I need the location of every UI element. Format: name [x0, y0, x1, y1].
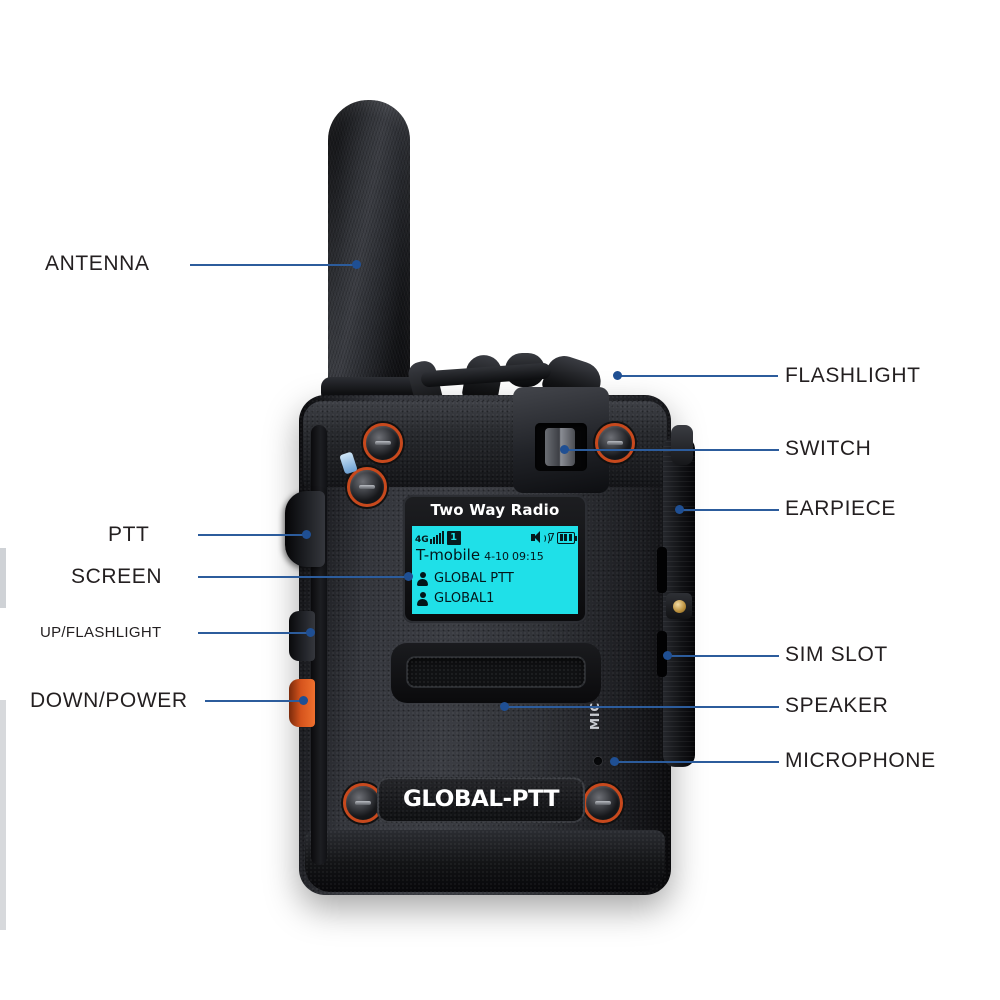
- lcd-carrier-row: T-mobile 4-10 09:15: [416, 548, 576, 563]
- leader-line-microphone: [615, 761, 779, 763]
- list-item[interactable]: GLOBAL PTT: [417, 571, 514, 586]
- callout-label-up-flashlight: UP/FLASHLIGHT: [40, 624, 162, 641]
- leader-dot-sim-slot: [663, 651, 672, 660]
- speaker-grille: [406, 656, 586, 688]
- callout-label-down-power: DOWN/POWER: [30, 689, 188, 712]
- leader-line-switch: [565, 449, 779, 451]
- leader-line-screen: [198, 576, 410, 578]
- signal-strength-icon: [429, 531, 444, 544]
- edge-artifact: [0, 700, 6, 930]
- leader-dot-down-power: [299, 696, 308, 705]
- leader-line-flashlight: [618, 375, 778, 377]
- callout-label-ptt: PTT: [108, 523, 150, 546]
- screen-header-label: Two Way Radio: [430, 501, 560, 519]
- time-label: 09:15: [512, 550, 544, 563]
- contact-name-label: GLOBAL PTT: [434, 571, 514, 586]
- edge-artifact: [0, 548, 6, 608]
- leader-line-antenna: [190, 264, 358, 266]
- leader-line-down-power: [205, 700, 305, 702]
- battery-icon: [557, 531, 577, 544]
- microphone-part: [594, 757, 602, 765]
- callout-label-screen: SCREEN: [71, 565, 163, 588]
- lcd-display: 4G 1 7: [412, 526, 578, 614]
- leader-dot-speaker: [500, 702, 509, 711]
- callout-label-microphone: MICROPHONE: [785, 749, 936, 772]
- leader-dot-screen: [404, 572, 413, 581]
- cover-slit: [657, 547, 667, 593]
- cover-screw: [666, 593, 692, 619]
- brand-logo-label: GLOBAL-PTT: [402, 787, 560, 812]
- leader-line-earpiece: [680, 509, 779, 511]
- leader-dot-switch: [560, 445, 569, 454]
- leader-line-sim-slot: [668, 655, 779, 657]
- callout-label-switch: SWITCH: [785, 437, 872, 460]
- lcd-status-bar: 4G 1 7: [415, 528, 577, 547]
- contact-icon: [417, 592, 428, 606]
- leader-dot-ptt: [302, 530, 311, 539]
- leader-line-up-flashlight: [198, 632, 312, 634]
- callout-label-earpiece: EARPIECE: [785, 497, 896, 520]
- leader-line-ptt: [198, 534, 308, 536]
- leader-dot-up-flashlight: [306, 628, 315, 637]
- ptt-button-part[interactable]: [285, 491, 325, 567]
- screen-part: Two Way Radio 4G 1: [403, 495, 587, 623]
- callout-label-sim-slot: SIM SLOT: [785, 643, 888, 666]
- list-item[interactable]: GLOBAL1: [417, 591, 495, 606]
- sim-card-icon: 1: [446, 530, 461, 545]
- leader-dot-earpiece: [675, 505, 684, 514]
- leader-dot-antenna: [352, 260, 361, 269]
- bottom-rubber-band: [305, 830, 665, 892]
- carrier-name-label: T-mobile: [416, 546, 481, 564]
- cover-slit: [657, 631, 667, 677]
- volume-level-label: 7: [548, 531, 555, 544]
- screw: [347, 467, 387, 507]
- earpiece-port-part: [671, 425, 693, 465]
- speaker-volume-icon: [531, 531, 550, 545]
- strap-loop-part: [405, 351, 606, 426]
- leader-dot-flashlight: [613, 371, 622, 380]
- screw: [363, 423, 403, 463]
- antenna-part: [328, 100, 410, 390]
- leader-dot-microphone: [610, 757, 619, 766]
- contact-icon: [417, 572, 428, 586]
- callout-label-antenna: ANTENNA: [45, 252, 150, 275]
- leader-line-speaker: [505, 706, 779, 708]
- network-type-label: 4G: [415, 535, 429, 545]
- walkie-talkie-radio-image: Two Way Radio 4G 1: [285, 95, 715, 905]
- callout-label-flashlight: FLASHLIGHT: [785, 364, 921, 387]
- screw: [595, 423, 635, 463]
- date-label: 4-10: [484, 550, 510, 563]
- callout-label-speaker: SPEAKER: [785, 694, 889, 717]
- contact-name-label: GLOBAL1: [434, 591, 495, 606]
